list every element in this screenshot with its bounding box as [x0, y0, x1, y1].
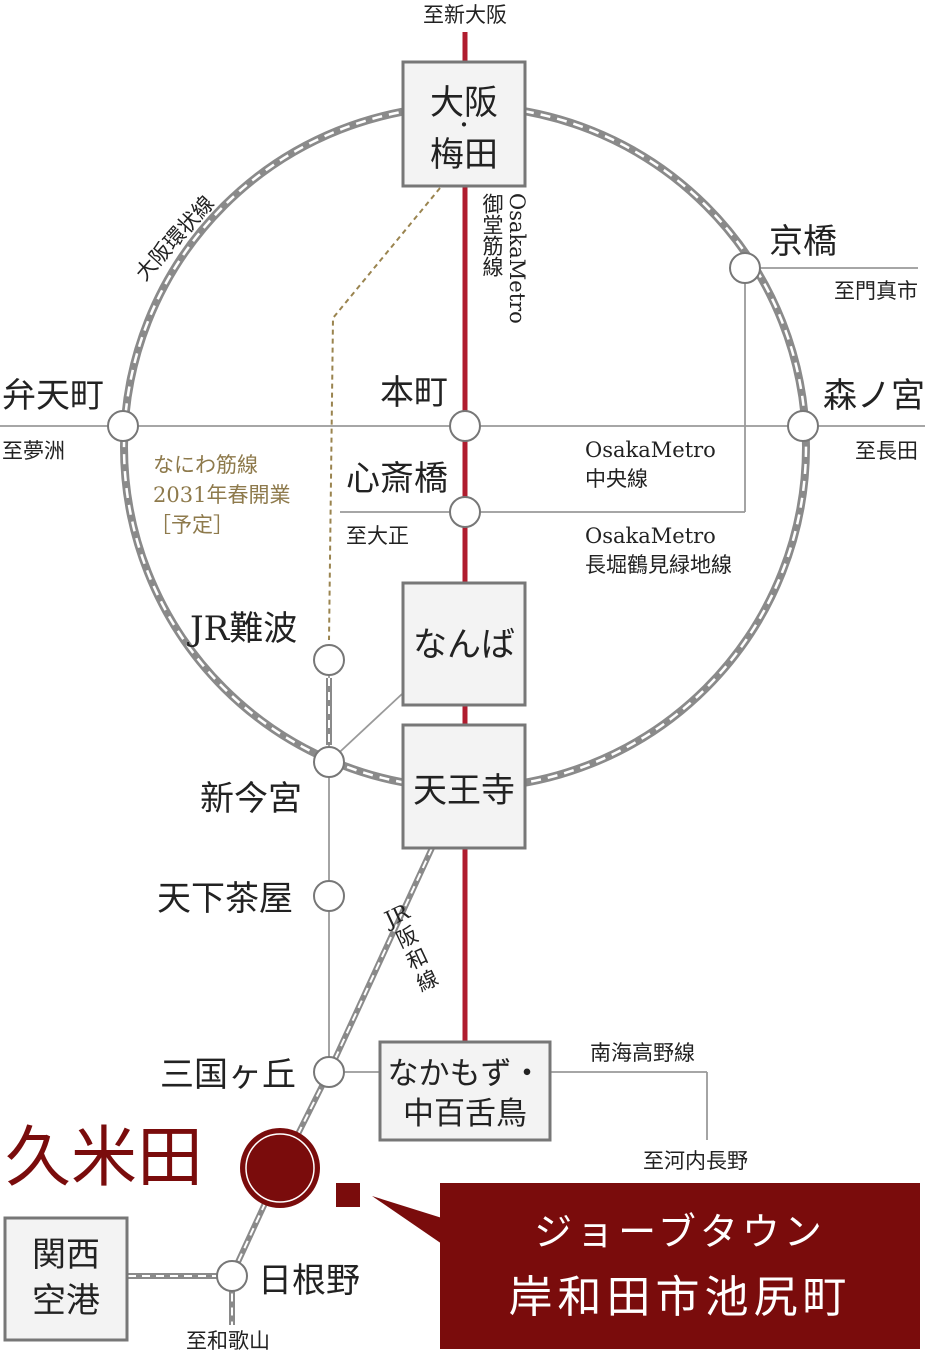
callout-marker [336, 1183, 360, 1207]
direction-labels: 至新大阪 至門真市 至夢洲 至長田 至大正 至河内長野 至和歌山 [2, 3, 918, 1353]
station-box-kansai-airport[interactable]: 関西 空港 [3, 1216, 129, 1342]
shinsaibashi-label: 心斎橋 [346, 459, 448, 499]
property-callout[interactable]: ジョーブタウン 岸和田市池尻町 [336, 1183, 920, 1349]
station-markers [107, 252, 819, 1292]
midosuji-label-en: OsakaMetro [505, 193, 529, 324]
chuo-label-1: OsakaMetro [585, 438, 716, 462]
to-wakayama: 至和歌山 [186, 1329, 270, 1353]
honmachi-label: 本町 [380, 373, 448, 413]
umeda-label-2: 梅田 [430, 135, 498, 175]
kumeda-marker[interactable] [240, 1128, 320, 1208]
station-box-tennoji[interactable]: 天王寺 [401, 723, 527, 850]
umeda-label-1: 大阪 [430, 83, 498, 123]
callout-pointer [372, 1196, 442, 1244]
naniwa-label-2: 2031年春開業 [153, 483, 290, 507]
bentencho-marker[interactable] [107, 410, 139, 442]
tengachaya-label: 天下茶屋 [157, 879, 293, 919]
station-box-nakamozu[interactable]: なかもず・ 中百舌鳥 [378, 1040, 552, 1142]
to-taisho: 至大正 [346, 524, 409, 548]
to-nagata: 至長田 [855, 439, 918, 463]
tengachaya-marker[interactable] [313, 880, 345, 912]
nagahori-label-2: 長堀鶴見緑地線 [585, 553, 732, 577]
kyobashi-marker[interactable] [729, 252, 761, 284]
hineno-label: 日根野 [258, 1261, 360, 1301]
shinsaibashi-marker[interactable] [449, 496, 481, 528]
mikunigaoka-marker[interactable] [313, 1056, 345, 1088]
to-shin-osaka: 至新大阪 [423, 3, 507, 27]
namba-label: なんば [413, 625, 515, 665]
morinomiya-marker[interactable] [787, 410, 819, 442]
station-labels: 京橋 弁天町 本町 森ノ宮 心斎橋 JR難波 新今宮 天下茶屋 三国ヶ丘 日根野… [2, 222, 925, 1301]
to-kadoma: 至門真市 [834, 279, 918, 303]
jr-namba-marker[interactable] [313, 644, 345, 676]
morinomiya-label: 森ノ宮 [823, 376, 925, 416]
station-box-namba[interactable]: なんば [401, 581, 527, 707]
umeda-label-dot: ・ [454, 113, 474, 137]
bentencho-label: 弁天町 [2, 376, 104, 416]
naniwa-label-3: ［予定］ [150, 513, 234, 537]
callout-box [440, 1183, 920, 1349]
naniwa-label-1: なにわ筋線 [153, 453, 258, 477]
nakamozu-label-1: なかもず・ [388, 1056, 543, 1092]
chuo-label-2: 中央線 [585, 467, 648, 491]
kumeda-label: 久米田 [5, 1119, 203, 1196]
shin-imamiya-marker[interactable] [313, 746, 345, 778]
nankai-koya-label: 南海高野線 [590, 1041, 695, 1065]
shin-imamiya-label: 新今宮 [200, 779, 302, 819]
mikunigaoka-label: 三国ヶ丘 [160, 1055, 296, 1095]
midosuji-label-jp: 御堂筋線 [480, 193, 504, 277]
kyobashi-label: 京橋 [769, 222, 837, 262]
nagahori-label-1: OsakaMetro [585, 524, 716, 548]
jr-namba-label: JR難波 [187, 609, 297, 649]
kansai-airport-label-2: 空港 [32, 1281, 100, 1321]
callout-address: 岸和田市池尻町 [509, 1272, 852, 1323]
honmachi-marker[interactable] [449, 410, 481, 442]
to-yumeshima: 至夢洲 [2, 439, 65, 463]
kansai-airport-label-1: 関西 [32, 1235, 100, 1275]
namba-link [328, 693, 403, 763]
to-kawachinagano: 至河内長野 [643, 1149, 748, 1173]
hineno-marker[interactable] [216, 1260, 248, 1292]
callout-title: ジョーブタウン [534, 1210, 826, 1254]
station-box-umeda[interactable]: 大阪 ・ 梅田 [401, 60, 527, 188]
nakamozu-label-2: 中百舌鳥 [403, 1096, 527, 1132]
tennoji-label: 天王寺 [413, 771, 515, 811]
naniwa-suji-line [328, 187, 441, 641]
